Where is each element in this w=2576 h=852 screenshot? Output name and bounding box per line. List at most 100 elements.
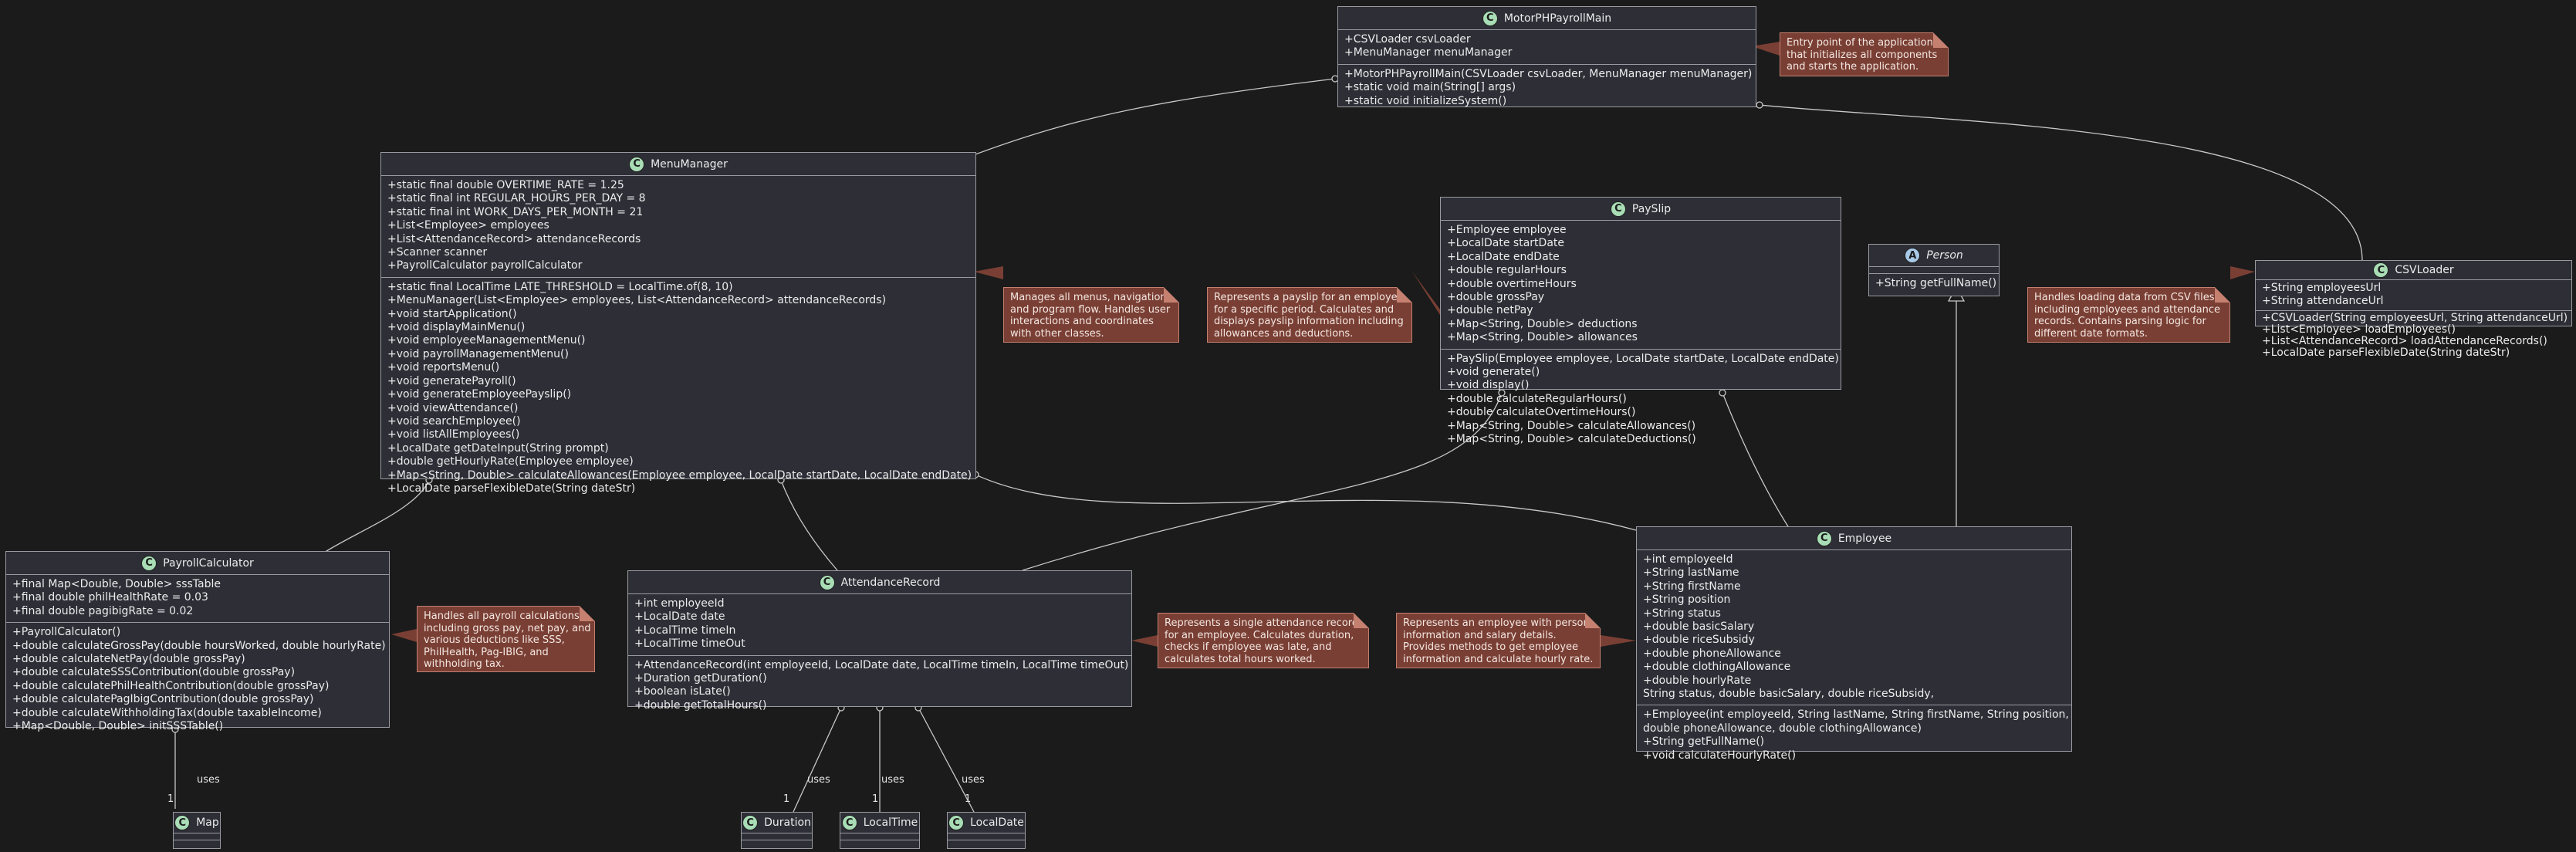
note-csvloader: Handles loading data from CSV files,incl…: [2027, 287, 2230, 343]
fields-section: [840, 833, 919, 840]
field: String status, double basicSalary, doubl…: [1643, 688, 1935, 701]
fields-section: +Employee employee+LocalDate startDate+L…: [1441, 221, 1841, 350]
fields-section: +final Map<Double, Double> sssTable+fina…: [6, 575, 389, 624]
method: +double calculatePagIbigContribution(dou…: [12, 693, 314, 706]
edge-attendance-localdate: [918, 707, 975, 813]
note-line: different date formats.: [2034, 327, 2148, 340]
field: +LocalDate endDate: [1447, 250, 1560, 263]
field: +double regularHours: [1447, 264, 1567, 277]
method: +double calculateOvertimeHours(): [1447, 406, 1636, 419]
methods-section: [840, 840, 919, 847]
field: +String attendanceUrl: [2262, 295, 2384, 308]
note-line: with other classes.: [1010, 327, 1104, 340]
method: +List<Employee> loadEmployees(): [2262, 323, 2456, 336]
methods-section: [742, 840, 812, 847]
note-line: checks if employee was late, and: [1165, 641, 1332, 654]
fields-section: [1869, 267, 1999, 274]
note-connector: [1752, 42, 1780, 56]
method: +void generateEmployeePayslip(): [387, 388, 572, 401]
field: +double phoneAllowance: [1643, 647, 1781, 660]
note-line: records. Contains parsing logic for: [2034, 316, 2206, 328]
method: +double calculateNetPay(double grossPay): [12, 653, 245, 666]
edge-payslip-attendance: [1022, 392, 1503, 571]
note-line: various deductions like SSS,: [424, 634, 565, 647]
class-name: Employee: [1837, 532, 1892, 545]
class-name: Person: [1926, 249, 1963, 262]
edge-label-multiplicity: 1: [872, 793, 879, 805]
method: +double calculateWithholdingTax(double t…: [12, 706, 322, 719]
class-name: LocalTime: [863, 816, 918, 829]
method: +double calculateRegularHours(): [1447, 392, 1627, 405]
note-line: and starts the application.: [1787, 61, 1919, 73]
edge-main-csvloader: [1759, 104, 2363, 261]
class-icon: C: [1482, 10, 1498, 26]
class-icon: C: [819, 574, 835, 590]
field: +PayrollCalculator payrollCalculator: [387, 259, 583, 272]
note-line: Handles loading data from CSV files,: [2034, 292, 2218, 303]
fields-section: +int employeeId+String lastName+String f…: [1637, 550, 2071, 706]
fields-section: +String employeesUrl+String attendanceUr…: [2256, 280, 2571, 311]
edge-label-uses: uses: [807, 774, 830, 786]
method: +void display(): [1447, 379, 1530, 392]
field: +String employeesUrl: [2262, 282, 2382, 294]
note-line: Manages all menus, navigation: [1010, 292, 1167, 303]
method: +MotorPHPayrollMain(CSVLoader csvLoader,…: [1344, 67, 1753, 80]
note-line: Provides methods to get employee: [1403, 641, 1579, 654]
note-line: Represents a single attendance record: [1165, 617, 1359, 629]
method: +Duration getDuration(): [634, 672, 767, 685]
method: +double calculateGrossPay(double hoursWo…: [12, 639, 386, 652]
note-line: Represents an employee with personal: [1403, 617, 1599, 629]
class-icon: C: [742, 815, 759, 830]
note-line: calculates total hours worked.: [1165, 653, 1316, 665]
note-line: interactions and coordinates: [1010, 316, 1154, 328]
field: +static final int WORK_DAYS_PER_MONTH = …: [387, 205, 644, 218]
edge-label-multiplicity: 1: [783, 793, 790, 805]
class-icon: C: [629, 156, 645, 172]
methods-section: [174, 840, 220, 847]
method: +double getTotalHours(): [634, 698, 767, 712]
field: +double hourlyRate: [1643, 674, 1752, 687]
field: +static final double OVERTIME_RATE = 1.2…: [387, 179, 624, 191]
note-line: Entry point of the application: [1787, 37, 1933, 49]
field: +String status: [1643, 607, 1721, 620]
edge-menu-employee: [975, 474, 1637, 531]
methods-section: [948, 840, 1025, 847]
edge-payslip-employee: [1722, 392, 1791, 531]
field: +CSVLoader csvLoader: [1344, 33, 1471, 46]
note-line: Handles all payroll calculations: [424, 610, 580, 622]
method: +void displayMainMenu(): [387, 321, 526, 334]
note-line: information and calculate hourly rate.: [1403, 653, 1594, 665]
edge-label-uses: uses: [962, 774, 985, 786]
field: +double clothingAllowance: [1643, 661, 1791, 674]
methods-section: +Employee(int employeeId, String lastNam…: [1637, 705, 2071, 766]
field: +LocalTime timeIn: [634, 624, 736, 637]
field: +int employeeId: [634, 597, 725, 610]
methods-section: +MotorPHPayrollMain(CSVLoader csvLoader,…: [1338, 65, 1756, 112]
note-employee: Represents an employee with personal info…: [1396, 613, 1601, 668]
fields-section: [742, 833, 812, 840]
note-line: withholding tax.: [424, 658, 505, 671]
class-name: PayrollCalculator: [163, 556, 254, 570]
field: +List<Employee> employees: [387, 219, 549, 232]
field: +final double philHealthRate = 0.03: [12, 591, 208, 604]
field: +double netPay: [1447, 304, 1533, 317]
field: +String lastName: [1643, 566, 1739, 580]
methods-section: +String getFullName(): [1869, 274, 1999, 294]
class-name: PaySlip: [1631, 202, 1672, 215]
class-icon: C: [1816, 530, 1832, 546]
class-name: MotorPHPayrollMain: [1503, 12, 1612, 25]
field: +String firstName: [1643, 580, 1741, 593]
fields-section: +int employeeId+LocalDate date+LocalTime…: [628, 594, 1131, 656]
note-line: allowances and deductions.: [1214, 327, 1354, 340]
class-name: Map: [196, 816, 219, 829]
field: +final double pagibigRate = 0.02: [12, 604, 194, 617]
method: +LocalDate parseFlexibleDate(String date…: [2262, 346, 2510, 359]
